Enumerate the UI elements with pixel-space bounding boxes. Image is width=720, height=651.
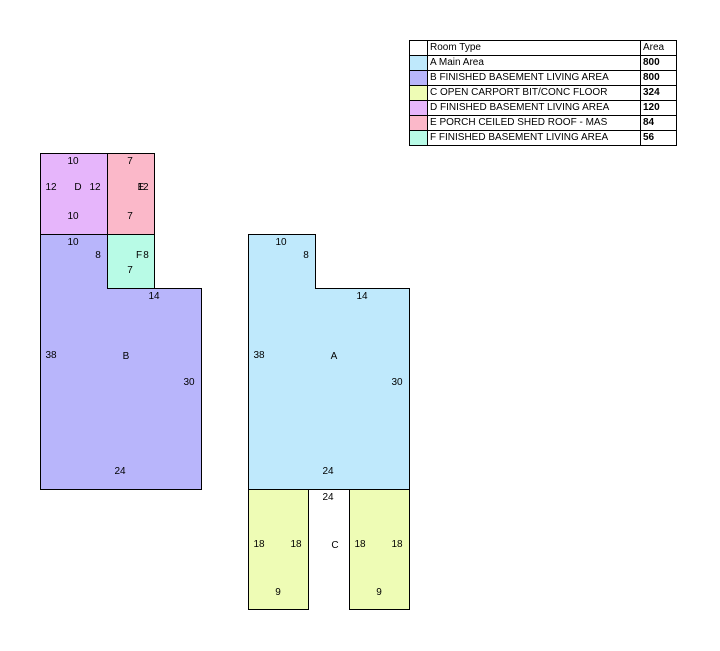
area-a-dim-left: 38	[253, 350, 265, 361]
area-c-shape-right	[349, 489, 410, 610]
area-f-letter: F	[136, 250, 142, 261]
legend-swatch	[409, 130, 428, 146]
area-e-dim-top: 7	[127, 156, 133, 167]
area-c-letter: C	[331, 540, 338, 551]
area-d-dim-right: 12	[89, 182, 101, 193]
legend-room-area: 800	[640, 55, 677, 71]
area-d-shape	[40, 153, 108, 235]
legend-header-area: Area	[640, 40, 677, 56]
legend-room-label: C OPEN CARPORT BIT/CONC FLOOR	[427, 85, 641, 101]
area-b-letter: B	[123, 351, 130, 362]
legend-row: A Main Area 800	[409, 55, 677, 71]
area-a-dim-right: 30	[391, 377, 403, 388]
legend-row: C OPEN CARPORT BIT/CONC FLOOR 324	[409, 85, 677, 101]
legend-swatch	[409, 115, 428, 131]
area-a-shape	[248, 234, 410, 490]
area-f-shape	[107, 234, 155, 289]
area-b-dim-step: 8	[95, 250, 101, 261]
legend-row: B FINISHED BASEMENT LIVING AREA 800	[409, 70, 677, 86]
room-legend-table: Room Type Area A Main Area 800 B FINISHE…	[409, 40, 677, 146]
legend-room-area: 800	[640, 70, 677, 86]
legend-header-room-type: Room Type	[427, 40, 641, 56]
legend-row: D FINISHED BASEMENT LIVING AREA 120	[409, 100, 677, 116]
area-c-dim-right-bottom: 9	[376, 587, 382, 598]
area-a-dim-ledge: 14	[356, 291, 368, 302]
area-f-dim-right: 8	[143, 250, 149, 261]
area-e-dim-right: 12	[137, 182, 149, 193]
legend-room-area: 120	[640, 100, 677, 116]
area-c-dim-left-inner: 18	[290, 539, 302, 550]
area-d-dim-bottom: 10	[67, 211, 79, 222]
area-b-dim-right: 30	[183, 377, 195, 388]
area-a-letter: A	[331, 351, 338, 362]
area-a-dim-step: 8	[303, 250, 309, 261]
legend-header-blank	[409, 40, 428, 56]
area-b-dim-top: 10	[67, 237, 79, 248]
legend-swatch	[409, 70, 428, 86]
area-c-dim-width: 24	[322, 492, 334, 503]
legend-swatch	[409, 85, 428, 101]
legend-header-row: Room Type Area	[409, 40, 677, 56]
legend-room-label: E PORCH CEILED SHED ROOF - MAS	[427, 115, 641, 131]
area-e-dim-bottom: 7	[127, 211, 133, 222]
area-b-dim-bottom: 24	[114, 466, 126, 477]
area-c-dim-left-bottom: 9	[275, 587, 281, 598]
area-a-dim-bottom: 24	[322, 466, 334, 477]
legend-room-label: F FINISHED BASEMENT LIVING AREA	[427, 130, 641, 146]
area-d-dim-left: 12	[45, 182, 57, 193]
area-d-dim-top: 10	[67, 156, 79, 167]
legend-room-area: 56	[640, 130, 677, 146]
legend-room-area: 324	[640, 85, 677, 101]
legend-swatch	[409, 100, 428, 116]
area-f-dim-bottom: 7	[127, 265, 133, 276]
legend-row: E PORCH CEILED SHED ROOF - MAS 84	[409, 115, 677, 131]
area-d-letter: D	[74, 182, 81, 193]
area-c-dim-right-inner: 18	[354, 539, 366, 550]
area-c-dim-right-outer: 18	[391, 539, 403, 550]
legend-room-label: B FINISHED BASEMENT LIVING AREA	[427, 70, 641, 86]
legend-room-area: 84	[640, 115, 677, 131]
legend-room-label: D FINISHED BASEMENT LIVING AREA	[427, 100, 641, 116]
area-b-dim-ledge: 14	[148, 291, 160, 302]
area-b-dim-left: 38	[45, 350, 57, 361]
legend-room-label: A Main Area	[427, 55, 641, 71]
legend-swatch	[409, 55, 428, 71]
legend-row: F FINISHED BASEMENT LIVING AREA 56	[409, 130, 677, 146]
area-e-shape	[107, 153, 155, 235]
area-e-letter: E	[138, 182, 145, 193]
area-c-shape-left	[248, 489, 309, 610]
area-c-dim-left-outer: 18	[253, 539, 265, 550]
area-a-dim-top: 10	[275, 237, 287, 248]
